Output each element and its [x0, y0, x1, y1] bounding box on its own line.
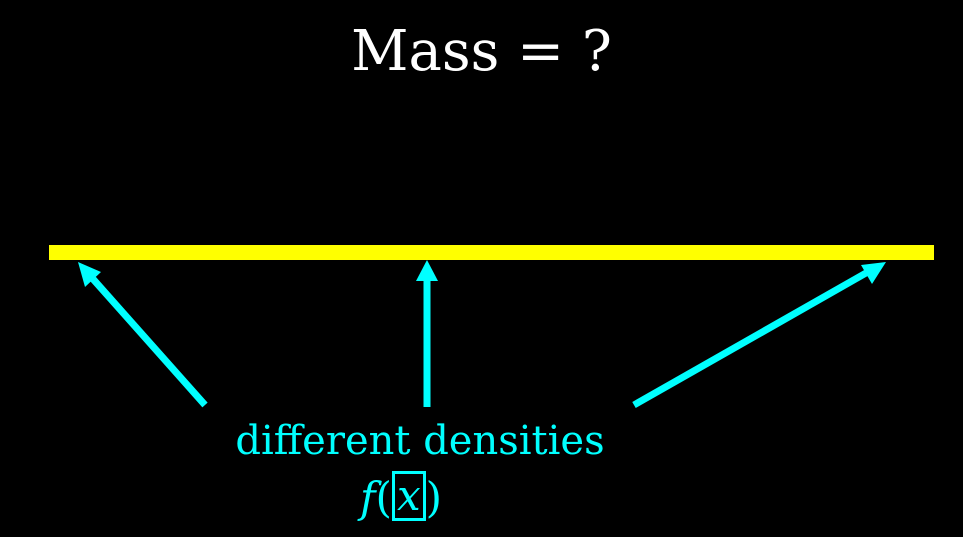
density-function: f(x)	[360, 470, 442, 526]
close-paren: )	[425, 473, 443, 522]
rod	[49, 245, 934, 260]
arrow-left-up-icon	[78, 262, 208, 408]
caption: different densities	[235, 418, 605, 464]
arrow-right-up-icon	[632, 262, 886, 409]
boxed-variable: x	[391, 471, 426, 521]
page-title: Mass = ?	[351, 19, 612, 84]
function-name: f	[360, 473, 376, 522]
arrow-up-icon	[416, 260, 438, 407]
open-paren: (	[375, 473, 392, 522]
